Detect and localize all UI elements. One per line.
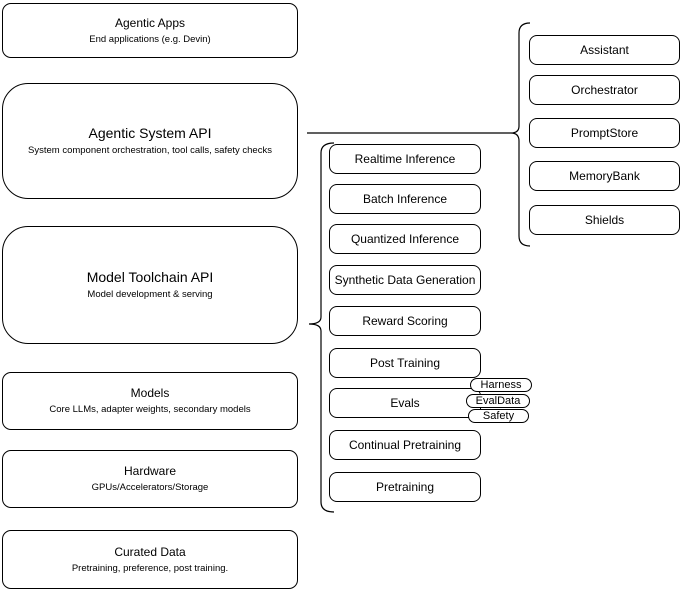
eval-tag-harness: Harness bbox=[470, 378, 532, 392]
box-subtitle: End applications (e.g. Devin) bbox=[89, 33, 211, 45]
box-title: Hardware bbox=[123, 464, 177, 478]
toolchain-item-continual-pretraining: Continual Pretraining bbox=[329, 430, 481, 460]
toolchain-item-pretraining: Pretraining bbox=[329, 472, 481, 502]
eval-tag-safety: Safety bbox=[468, 409, 529, 423]
box-subtitle: System component orchestration, tool cal… bbox=[28, 145, 272, 156]
box-agentic-apps: Agentic Apps End applications (e.g. Devi… bbox=[2, 3, 298, 58]
box-subtitle: Core LLMs, adapter weights, secondary mo… bbox=[49, 404, 251, 415]
toolchain-item-quantized-inference: Quantized Inference bbox=[329, 224, 481, 254]
box-subtitle: GPUs/Accelerators/Storage bbox=[91, 482, 209, 493]
toolchain-item-evals: Evals bbox=[329, 388, 481, 418]
box-models: Models Core LLMs, adapter weights, secon… bbox=[2, 372, 298, 430]
system-components-brace bbox=[510, 22, 531, 247]
toolchain-item-synthetic-data-generation: Synthetic Data Generation bbox=[329, 265, 481, 295]
box-title: Models bbox=[130, 386, 170, 400]
component-memorybank: MemoryBank bbox=[529, 161, 680, 191]
box-subtitle: Model development & serving bbox=[87, 289, 213, 300]
box-subtitle: Pretraining, preference, post training. bbox=[71, 562, 229, 574]
component-promptstore: PromptStore bbox=[529, 118, 680, 148]
box-curated-data: Curated Data Pretraining, preference, po… bbox=[2, 530, 298, 589]
component-orchestrator: Orchestrator bbox=[529, 75, 680, 105]
box-model-toolchain-api: Model Toolchain API Model development & … bbox=[2, 226, 298, 344]
component-assistant: Assistant bbox=[529, 35, 680, 65]
box-agentic-system-api: Agentic System API System component orch… bbox=[2, 83, 298, 199]
box-title: Agentic Apps bbox=[114, 15, 186, 30]
box-title: Curated Data bbox=[114, 544, 186, 559]
toolchain-item-realtime-inference: Realtime Inference bbox=[329, 144, 481, 174]
box-hardware: Hardware GPUs/Accelerators/Storage bbox=[2, 450, 298, 508]
box-title: Model Toolchain API bbox=[86, 269, 214, 285]
toolchain-item-batch-inference: Batch Inference bbox=[329, 184, 481, 214]
eval-tag-evaldata: EvalData bbox=[466, 394, 530, 408]
box-title: Agentic System API bbox=[88, 125, 212, 141]
toolchain-item-post-training: Post Training bbox=[329, 348, 481, 378]
toolchain-item-reward-scoring: Reward Scoring bbox=[329, 306, 481, 336]
component-shields: Shields bbox=[529, 205, 680, 235]
